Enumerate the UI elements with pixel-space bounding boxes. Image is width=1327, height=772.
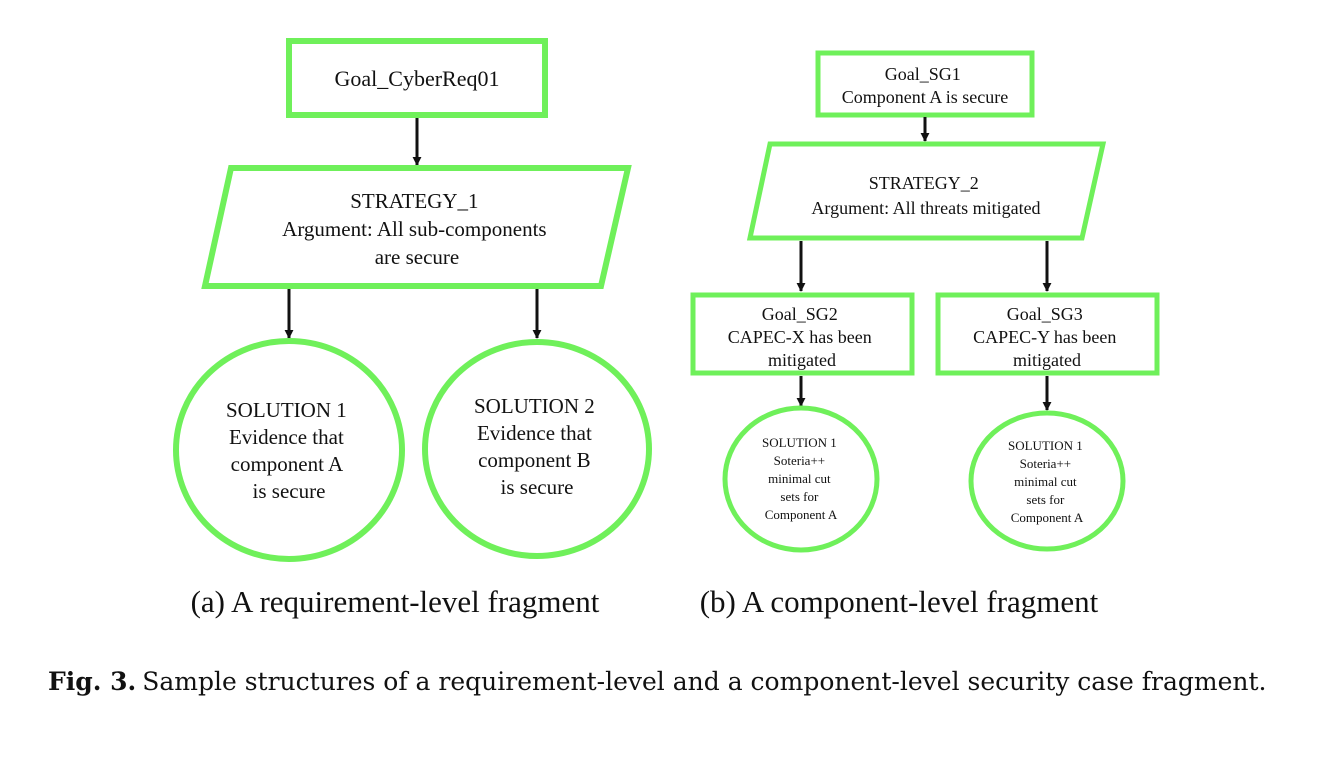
solution-line: Component A (765, 507, 838, 522)
solution-node-b1: SOLUTION 1 Soteria++ minimal cut sets fo… (722, 405, 880, 553)
solution-line: Soteria++ (1020, 456, 1072, 471)
goal-label: Goal_SG1 Component A is secure (842, 64, 1008, 107)
goal-label: Goal_SG2 CAPEC-X has been mitigated (728, 304, 876, 370)
fragment-b: Goal_SG1 Component A is secure STRATEGY_… (690, 50, 1160, 619)
solution-line: SOLUTION 1 (762, 435, 837, 450)
solution-circle (968, 410, 1126, 552)
solution-label: SOLUTION 1 Soteria++ minimal cut sets fo… (762, 435, 840, 522)
goal-label: Goal_SG3 CAPEC-Y has been mitigated (973, 304, 1121, 370)
strategy-argument: Argument: All sub-components (282, 217, 546, 241)
goal-node-sg2: Goal_SG2 CAPEC-X has been mitigated (690, 292, 915, 376)
solution-line: component B (478, 448, 591, 472)
strategy-node-1: STRATEGY_1 Argument: All sub-components … (201, 165, 632, 289)
figure-caption: Fig. 3.Sample structures of a requiremen… (48, 664, 1288, 699)
strategy-label: STRATEGY_2 Argument: All threats mitigat… (811, 173, 1040, 218)
goal-label-line: mitigated (1013, 350, 1081, 370)
goal-label-line: Goal_SG2 (762, 304, 838, 324)
strategy-title: STRATEGY_2 (869, 173, 979, 193)
solution-line: minimal cut (1014, 474, 1077, 489)
goal-box (286, 38, 548, 118)
goal-label-line: Goal_SG1 (885, 64, 961, 84)
strategy-label: STRATEGY_1 Argument: All sub-components … (282, 189, 552, 269)
solution-line: Component A (1011, 510, 1084, 525)
solution-line: minimal cut (768, 471, 831, 486)
goal-node-sg3: Goal_SG3 CAPEC-Y has been mitigated (935, 292, 1160, 376)
goal-label: Goal_CyberReq01 (335, 66, 500, 91)
solution-line: is secure (253, 479, 326, 503)
goal-box (935, 292, 1160, 376)
solution-circle (722, 405, 880, 553)
goal-label-line: mitigated (768, 350, 836, 370)
solution-node-b2: SOLUTION 1 Soteria++ minimal cut sets fo… (968, 410, 1126, 552)
solution-line: Evidence that (477, 421, 592, 445)
solution-line: Soteria++ (774, 453, 826, 468)
strategy-argument: Argument: All threats mitigated (811, 198, 1040, 218)
strategy-parallelogram (746, 141, 1107, 241)
goal-label-line: CAPEC-Y has been (973, 327, 1116, 347)
solution-line: SOLUTION 1 (1008, 438, 1083, 453)
solution-line: component A (231, 452, 344, 476)
solution-line: is secure (501, 475, 574, 499)
strategy-parallelogram (201, 165, 632, 289)
solution-label: SOLUTION 1 Evidence that component A is … (226, 398, 352, 503)
subcaption-a: (a) A requirement-level fragment (191, 584, 600, 619)
goal-label-line: CAPEC-X has been (728, 327, 872, 347)
fragment-a: Goal_CyberReq01 STRATEGY_1 Argument: All… (173, 38, 652, 619)
solution-line: SOLUTION 1 (226, 398, 347, 422)
solution-node-a1: SOLUTION 1 Evidence that component A is … (173, 338, 405, 562)
strategy-title: STRATEGY_1 (350, 189, 478, 213)
goal-label-line: Component A is secure (842, 87, 1008, 107)
solution-node-a2: SOLUTION 2 Evidence that component B is … (422, 339, 652, 559)
strategy-argument-cont: are secure (375, 245, 460, 269)
goal-label-line: Goal_SG3 (1007, 304, 1083, 324)
solution-line: sets for (780, 489, 819, 504)
solution-line: sets for (1026, 492, 1065, 507)
subcaption-b: (b) A component-level fragment (700, 584, 1099, 619)
solution-label: SOLUTION 1 Soteria++ minimal cut sets fo… (1008, 438, 1086, 525)
diagram: Goal_CyberReq01 STRATEGY_1 Argument: All… (173, 38, 1160, 619)
figure-caption-label: Fig. 3. (48, 667, 137, 696)
goal-node-cyberreq01: Goal_CyberReq01 (286, 38, 548, 118)
solution-circle (422, 339, 652, 559)
goal-box (815, 50, 1035, 118)
goal-label-line: Goal_CyberReq01 (335, 66, 500, 91)
solution-line: Evidence that (229, 425, 344, 449)
solution-line: SOLUTION 2 (474, 394, 595, 418)
figure-caption-text: Sample structures of a requirement-level… (142, 667, 1267, 696)
strategy-node-2: STRATEGY_2 Argument: All threats mitigat… (746, 141, 1107, 241)
goal-box (690, 292, 915, 376)
solution-circle (173, 338, 405, 562)
solution-label: SOLUTION 2 Evidence that component B is … (474, 394, 600, 499)
goal-node-sg1: Goal_SG1 Component A is secure (815, 50, 1035, 118)
